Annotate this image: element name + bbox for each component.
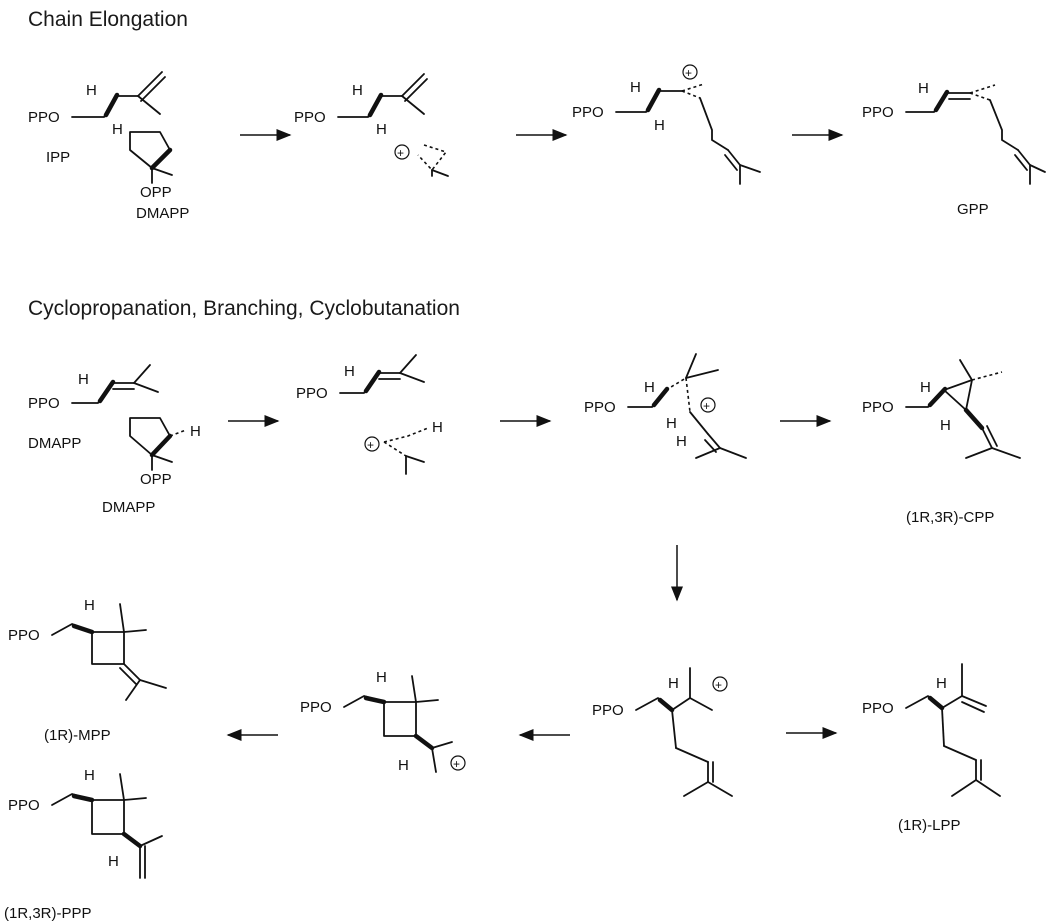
h-atom: H — [78, 371, 89, 388]
section-title-chain-elongation: Chain Elongation — [28, 8, 188, 31]
h-atom: H — [920, 379, 931, 396]
h-atom: H — [376, 121, 387, 138]
h-atom: H — [376, 669, 387, 686]
ppo-label: PPO — [862, 399, 894, 416]
structure-intermediate-5: PPO H H + — [300, 669, 466, 774]
h-atom: H — [84, 597, 95, 614]
h-atom: H — [398, 757, 409, 774]
h-atom: H — [84, 767, 95, 784]
label-dmapp-1: DMAPP — [136, 205, 189, 222]
ppo-label: PPO — [862, 104, 894, 121]
ppo-label: PPO — [28, 395, 60, 412]
label-gpp: GPP — [957, 201, 989, 218]
h-atom: H — [86, 82, 97, 99]
label-ppp: (1R,3R)-PPP — [4, 905, 92, 922]
structure-intermediate-2: PPO H H + — [572, 64, 761, 185]
h-atom: H — [108, 853, 119, 870]
section-title-cyclo: Cyclopropanation, Branching, Cyclobutana… — [28, 297, 460, 320]
h-atom: H — [432, 419, 443, 436]
h-atom: H — [352, 82, 363, 99]
ppo-label: PPO — [592, 702, 624, 719]
plus-charge: + — [367, 438, 374, 452]
opp-label: OPP — [140, 184, 172, 201]
label-dmapp-2b: DMAPP — [102, 499, 155, 516]
label-cpp: (1R,3R)-CPP — [906, 509, 994, 526]
structure-intermediate-4: PPO H H H + — [584, 353, 747, 459]
label-ipp: IPP — [46, 149, 70, 166]
h-atom: H — [630, 79, 641, 96]
structure-intermediate-3: PPO H H + — [296, 354, 443, 475]
structure-ipp: PPO H H IPP — [28, 71, 166, 166]
h-atom: H — [668, 675, 679, 692]
ppo-label: PPO — [28, 109, 60, 126]
ppo-label: PPO — [294, 109, 326, 126]
structure-ppp: PPO H H (1R,3R)-PPP — [4, 767, 163, 922]
h-atom: H — [666, 415, 677, 432]
label-mpp: (1R)-MPP — [44, 727, 111, 744]
structure-cpp: PPO H H (1R,3R)-CPP — [862, 359, 1021, 526]
h-atom: H — [918, 80, 929, 97]
plus-charge: + — [715, 678, 722, 692]
h-atom: H — [190, 423, 201, 440]
h-atom: H — [940, 417, 951, 434]
ppo-label: PPO — [584, 399, 616, 416]
h-atom: H — [676, 433, 687, 450]
plus-charge: + — [397, 146, 404, 160]
ppo-label: PPO — [296, 385, 328, 402]
ppo-label: PPO — [300, 699, 332, 716]
opp-label: OPP — [140, 471, 172, 488]
ppo-label: PPO — [862, 700, 894, 717]
h-atom: H — [344, 363, 355, 380]
label-dmapp-2a: DMAPP — [28, 435, 81, 452]
structure-intermediate-6: PPO H + — [592, 667, 733, 797]
label-lpp: (1R)-LPP — [898, 817, 961, 834]
ppo-label: PPO — [572, 104, 604, 121]
h-atom: H — [654, 117, 665, 134]
h-atom: H — [644, 379, 655, 396]
ppo-label: PPO — [8, 797, 40, 814]
structure-dmapp-1: OPP DMAPP — [129, 131, 189, 222]
ppo-label: PPO — [8, 627, 40, 644]
h-atom: H — [112, 121, 123, 138]
plus-charge: + — [453, 757, 460, 771]
structure-mpp: PPO H (1R)-MPP — [8, 597, 167, 744]
plus-charge: + — [685, 66, 692, 80]
plus-charge: + — [703, 399, 710, 413]
structure-lpp: PPO H (1R)-LPP — [862, 663, 1001, 834]
structure-gpp: PPO H GPP — [862, 80, 1046, 218]
structure-intermediate-1: PPO H H + — [294, 73, 449, 177]
structure-dmapp-pair: PPO H DMAPP H OPP DMAPP — [28, 364, 201, 516]
h-atom: H — [936, 675, 947, 692]
